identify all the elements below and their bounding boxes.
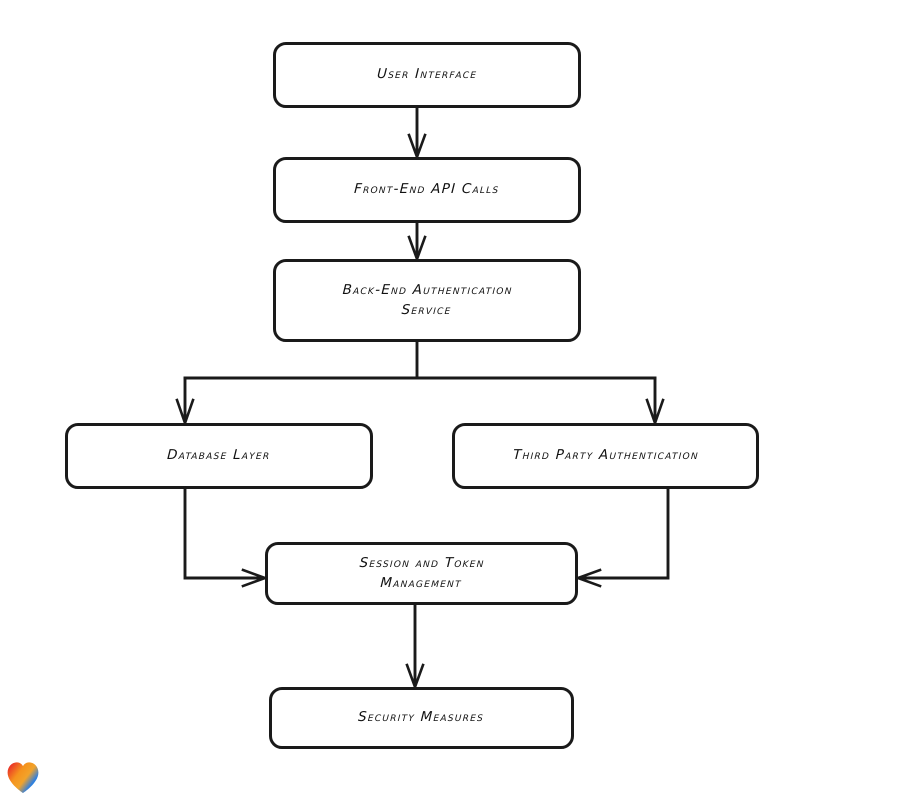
connector-db-to-session xyxy=(183,487,265,580)
arrowhead-third-to-session xyxy=(574,568,602,588)
node-front-end-api-calls[interactable]: Front-End API Calls xyxy=(273,157,581,223)
node-third-party-auth[interactable]: Third Party Authentication xyxy=(452,423,759,489)
connector-third-to-session xyxy=(578,487,670,580)
node-label-session-token-mgmt: Session and Token Management xyxy=(359,554,486,591)
node-label-user-interface: User Interface xyxy=(376,66,478,83)
node-session-token-mgmt[interactable]: Session and Token Management xyxy=(265,542,578,605)
node-label-front-end-api-calls: Front-End API Calls xyxy=(353,181,501,198)
node-label-back-end-auth-service: Back-End Authentication Service xyxy=(342,281,514,318)
node-label-third-party-auth: Third Party Authentication xyxy=(512,447,699,464)
heart-icon xyxy=(7,762,39,793)
node-back-end-auth-service[interactable]: Back-End Authentication Service xyxy=(273,259,581,342)
node-database-layer[interactable]: Database Layer xyxy=(65,423,373,489)
node-user-interface[interactable]: User Interface xyxy=(273,42,581,108)
node-label-security-measures: Security Measures xyxy=(358,709,485,726)
node-security-measures[interactable]: Security Measures xyxy=(269,687,574,749)
node-label-database-layer: Database Layer xyxy=(166,447,272,464)
